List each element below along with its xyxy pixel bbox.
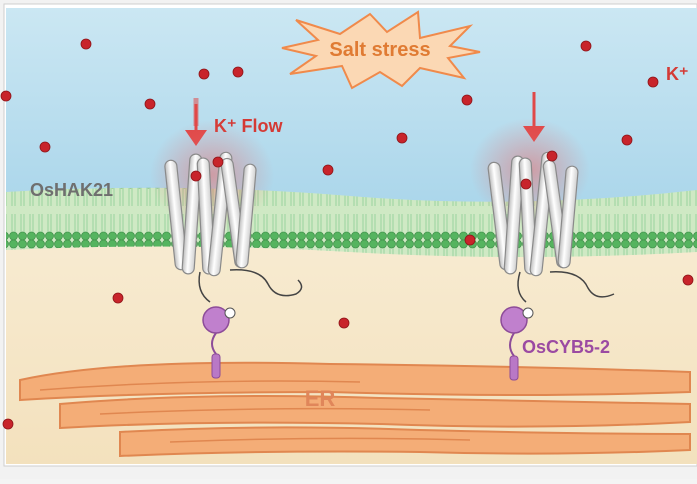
ion-dot (190, 170, 202, 182)
potassium-ions (0, 38, 694, 430)
ion-dot (112, 292, 124, 304)
ion-dot (647, 76, 659, 88)
ion-dot (322, 164, 334, 176)
ion-dot (212, 156, 224, 168)
ion-dot (461, 94, 473, 106)
ion-dot (520, 178, 532, 190)
ion-dot (546, 150, 558, 162)
ion-dot (144, 98, 156, 110)
ion-dot (580, 40, 592, 52)
er-label: ER (305, 386, 336, 411)
ion-dot (0, 90, 12, 102)
ion-dot (39, 141, 51, 153)
oscyb5-2-label: OsCYB5-2 (522, 337, 610, 357)
cytochrome-icon (500, 306, 534, 381)
cytochrome-icon (202, 306, 236, 379)
salt-stress-label: Salt stress (281, 10, 481, 90)
ion-dot (682, 274, 694, 286)
ion-dot (338, 317, 350, 329)
ion-dot (198, 68, 210, 80)
ion-dot (464, 234, 476, 246)
oshak21-label: OsHAK21 (30, 180, 113, 200)
ion-dot (396, 132, 408, 144)
salt-stress-text: Salt stress (329, 39, 430, 61)
ion-dot (80, 38, 92, 50)
helix-barrel-icon (470, 118, 615, 303)
endoplasmic-reticulum (19, 361, 691, 458)
ion-dot (621, 134, 633, 146)
ion-dot (2, 418, 14, 430)
ion-label: K⁺ (666, 64, 689, 84)
ion-dot (232, 66, 244, 78)
starburst-icon (281, 10, 481, 90)
helix-barrel-icon (150, 120, 303, 303)
